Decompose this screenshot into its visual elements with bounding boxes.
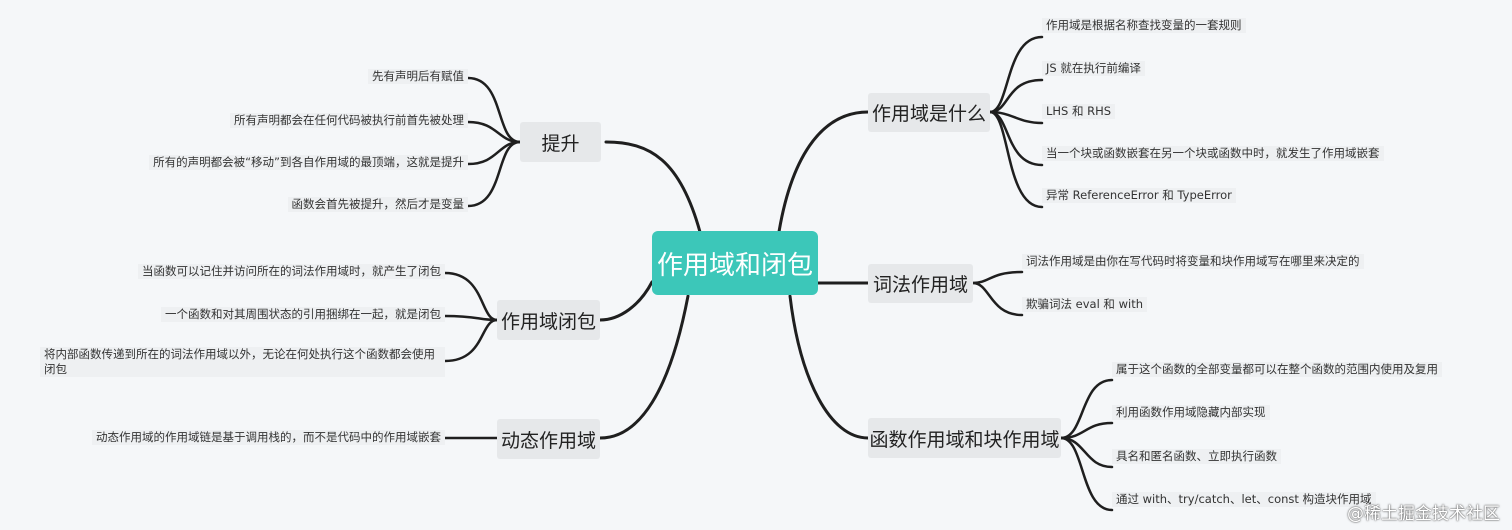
root-topic[interactable]: 作用域和闭包 xyxy=(652,231,818,295)
leaf-compile-before-exec[interactable]: JS 就在执行前编译 xyxy=(1042,61,1145,76)
leaf-declarations-processed[interactable]: 所有声明都会在任何代码被执行前首先被处理 xyxy=(230,113,468,128)
leaf-hide-implementation[interactable]: 利用函数作用域隐藏内部实现 xyxy=(1112,405,1270,420)
leaf-function-variables[interactable]: 属于这个函数的全部变量都可以在整个函数的范围内使用及复用 xyxy=(1112,362,1442,377)
leaf-scope-rules[interactable]: 作用域是根据名称查找变量的一套规则 xyxy=(1042,18,1246,33)
leaf-lhs-rhs[interactable]: LHS 和 RHS xyxy=(1042,104,1116,119)
leaf-declare-before-assign[interactable]: 先有声明后有赋值 xyxy=(368,69,468,84)
branch-what-is-scope[interactable]: 作用域是什么 xyxy=(868,93,990,132)
leaf-iife[interactable]: 具名和匿名函数、立即执行函数 xyxy=(1112,449,1281,464)
leaf-moved-to-top[interactable]: 所有的声明都会被“移动”到各自作用域的最顶端，这就是提升 xyxy=(149,155,468,170)
branch-closure[interactable]: 作用域闭包 xyxy=(497,300,600,340)
branch-dynamic-scope[interactable]: 动态作用域 xyxy=(497,419,600,459)
link-root-dynamic-scope xyxy=(598,294,690,440)
leaf-closure-remember[interactable]: 当函数可以记住并访问所在的词法作用域时，就产生了闭包 xyxy=(138,264,445,279)
leaf-block-scope[interactable]: 通过 with、try/catch、let、const 构造块作用域 xyxy=(1112,492,1376,507)
link-root-function-block-scope xyxy=(788,294,870,440)
watermark: @稀土掘金技术社区 xyxy=(1347,504,1500,524)
leaf-scope-nesting[interactable]: 当一个块或函数嵌套在另一个块或函数中时，就发生了作用域嵌套 xyxy=(1042,146,1384,161)
leaf-exceptions[interactable]: 异常 ReferenceError 和 TypeError xyxy=(1042,188,1236,203)
branch-lexical-scope[interactable]: 词法作用域 xyxy=(868,264,973,303)
branch-function-block-scope[interactable]: 函数作用域和块作用域 xyxy=(868,418,1061,458)
leaf-lexical-definition[interactable]: 词法作用域是由你在写代码时将变量和块作用域写在哪里来决定的 xyxy=(1022,254,1364,269)
branch-hoisting[interactable]: 提升 xyxy=(520,122,601,162)
leaf-closure-usage[interactable]: 将内部函数传递到所在的词法作用域以外，无论在何处执行这个函数都会使用闭包 xyxy=(40,347,445,377)
leaf-cheat-lexical[interactable]: 欺骗词法 eval 和 with xyxy=(1022,297,1147,312)
link-root-what-is-scope xyxy=(776,110,870,240)
leaf-closure-bundle[interactable]: 一个函数和对其周围状态的引用捆绑在一起，就是闭包 xyxy=(161,307,445,322)
link-root-closure xyxy=(598,280,654,322)
leaf-dynamic-scope-chain[interactable]: 动态作用域的作用域链是基于调用栈的，而不是代码中的作用域嵌套 xyxy=(92,430,445,445)
leaf-functions-first[interactable]: 函数会首先被提升，然后才是变量 xyxy=(287,197,468,212)
link-root-hoisting xyxy=(604,140,702,234)
